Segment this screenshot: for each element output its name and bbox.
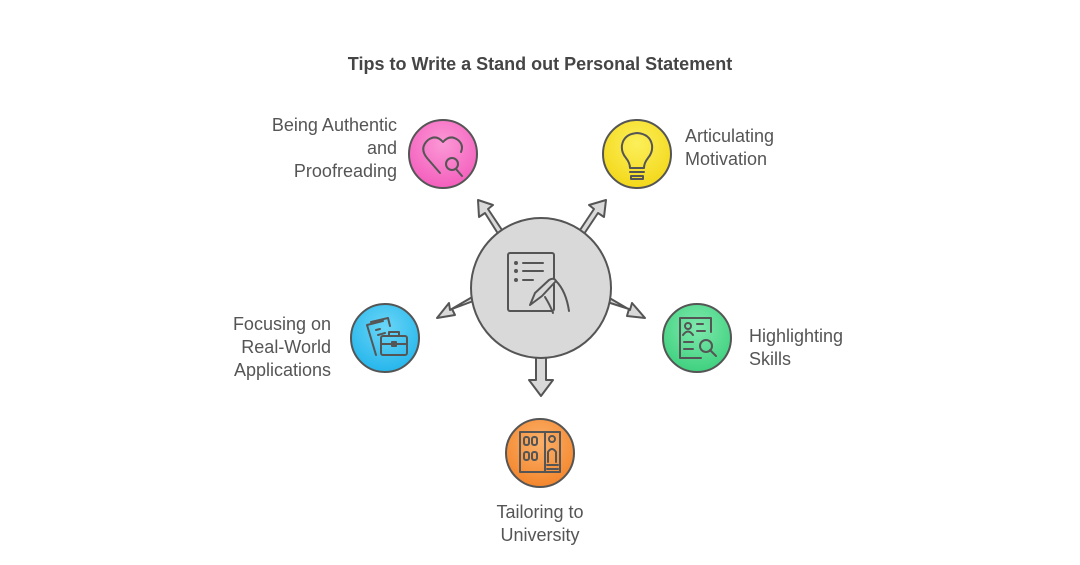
label-university: Tailoring to University: [440, 501, 640, 547]
label-realworld: Focusing on Real-World Applications: [233, 313, 331, 382]
node-authentic: [408, 119, 478, 189]
label-skills: Highlighting Skills: [749, 325, 843, 371]
label-line: Highlighting: [749, 326, 844, 346]
arrow-left-icon: [436, 295, 477, 319]
label-line: University: [500, 525, 580, 545]
label-line: Being Authentic: [271, 115, 397, 135]
heart-search-icon: [422, 136, 463, 177]
label-authentic: Being Authentic and Proofreading: [272, 114, 397, 183]
label-line: Applications: [233, 360, 331, 380]
node-motivation: [602, 119, 672, 189]
diagram-title: Tips to Write a Stand out Personal State…: [347, 54, 733, 74]
label-motivation: Articulating Motivation: [685, 125, 774, 171]
building-icon: [519, 431, 561, 473]
arrow-down-icon: [528, 354, 554, 397]
node-skills: [662, 303, 732, 373]
label-line: Motivation: [685, 149, 768, 169]
lightbulb-icon: [620, 132, 654, 180]
label-line: Skills: [749, 349, 792, 369]
node-realworld: [350, 303, 420, 373]
label-line: and: [366, 138, 397, 158]
label-line: Articulating: [685, 126, 775, 146]
center-hub: [436, 199, 646, 397]
label-line: Real-World: [241, 337, 331, 357]
label-line: Proofreading: [293, 161, 397, 181]
label-line: Focusing on: [232, 314, 331, 334]
label-line: Tailoring to: [496, 502, 584, 522]
node-university: [505, 418, 575, 488]
resume-search-icon: [679, 317, 717, 359]
document-writing-icon: [507, 252, 570, 314]
briefcase-documents-icon: [366, 317, 408, 356]
